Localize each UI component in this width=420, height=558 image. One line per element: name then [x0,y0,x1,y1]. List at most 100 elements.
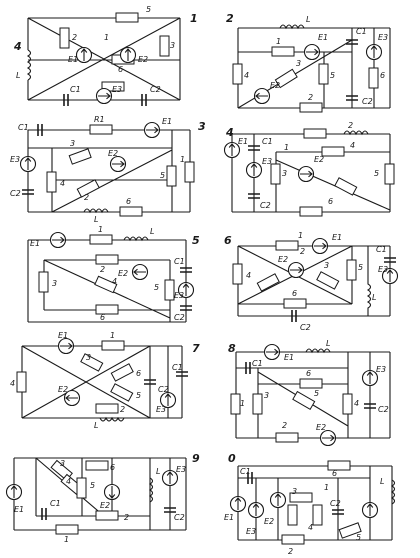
label: L [326,339,330,348]
source-E2 [119,46,137,64]
label: E1 [238,137,248,146]
capacitor-C1 [63,94,69,106]
resistor-2 [95,254,119,265]
source-E1 [143,121,161,139]
label: 4 [308,523,313,532]
label: 4 [60,179,65,188]
inductor-L [279,24,305,30]
capacitor-C2 [164,507,176,513]
resistor-1 [303,128,327,139]
resistor-6 [299,206,323,217]
label: L [16,71,20,80]
label: 2 [84,193,89,202]
resistor-1 [101,340,125,351]
label: E1 [332,233,342,242]
label: 1 [104,33,109,42]
resistor-4 [94,275,118,294]
circuit-4: 4 E1 C1 E3 1 2 4 3 E2 5 C2 6 [223,121,395,217]
label: L [156,467,160,476]
label: E3 [378,33,388,42]
source-E1 [229,495,247,513]
variant-number: 4 [225,126,234,139]
label: C1 [174,257,185,266]
capacitor-C1 [180,267,192,273]
label: 3 [60,459,65,468]
source-E2 [131,263,149,281]
capacitor-C1 [248,145,260,151]
source-E3 [365,43,383,61]
label: 1 [276,37,281,46]
resistor-5 [115,12,139,23]
variant-number: 9 [192,452,200,465]
label: 5 [90,481,95,490]
label: E2 [264,517,274,526]
label: E3 [112,85,122,94]
label: 2 [288,547,293,556]
label: 2 [308,93,313,102]
source-E2 [253,87,271,105]
resistor-4 [46,171,57,193]
label: 4 [10,379,15,388]
resistor-3 [252,393,263,415]
source-E1 [263,343,281,361]
label: C2 [174,513,185,522]
label: 3 [264,391,269,400]
variant-number: 7 [192,342,200,355]
resistor-4 [321,146,345,157]
label: 1 [98,225,103,234]
variant-number: 2 [226,12,234,25]
circuit-0: 0 6 C1 E1 E3 E2 1 3 4 C2 L 2 5 [224,452,396,556]
source-E2 [287,261,305,279]
source-E3 [247,501,265,519]
label: E2 [138,55,148,64]
label: 3 [170,41,175,50]
label: E1 [318,33,328,42]
label: 4 [66,477,71,486]
resistor-1 [271,46,295,57]
label: 1 [284,143,289,152]
resistor-1 [289,492,313,503]
resistor-3b [101,81,125,92]
label: E3 [262,157,272,166]
resistor-5 [384,163,395,185]
source-E3 [245,161,263,179]
resistor-2 [256,273,280,292]
resistor-3 [270,163,281,185]
circuit-8: 8 E1 L C1 6 E3 1 3 5 4 C2 2 E2 [228,339,391,447]
resistor-2b [334,177,358,196]
label: C1 [18,123,29,132]
label: L [150,227,154,236]
capacitor-C1 [37,124,43,136]
resistor-3 [80,353,104,372]
resistor-1 [89,234,113,245]
capacitor-C2 [332,509,344,515]
circuit-1: 1 5 4 L 2 1 3 E1 E2 6 C1 E3 C2 [13,5,198,106]
resistor-3 [274,68,298,89]
resistor-1 [275,240,299,251]
label: 5 [136,391,141,400]
resistor-2 [275,432,299,443]
label: 6 [126,197,131,206]
source-E2 [103,483,121,501]
label: 1 [240,399,245,408]
resistor-2 [95,403,119,414]
resistor-3 [287,504,298,526]
source-E1 [75,46,93,64]
inductor-L [26,49,32,81]
source-E1 [311,237,329,255]
circuit-5: 5 E1 1 L 2 E2 C1 3 4 5 E3 C2 6 [27,225,200,323]
label: 3 [70,139,75,148]
label: 5 [314,389,319,398]
label: 3 [52,279,57,288]
label: 6 [332,469,337,478]
label: 4 [244,71,249,80]
source-E1 [5,483,23,501]
label: 5 [154,283,159,292]
label: 6 [380,71,385,80]
variant-number: 6 [224,234,232,247]
label: C2 [300,323,311,332]
resistor-5 [292,390,316,411]
resistor-2 [95,510,119,521]
source-E2 [297,165,315,183]
label: E1 [224,513,234,522]
